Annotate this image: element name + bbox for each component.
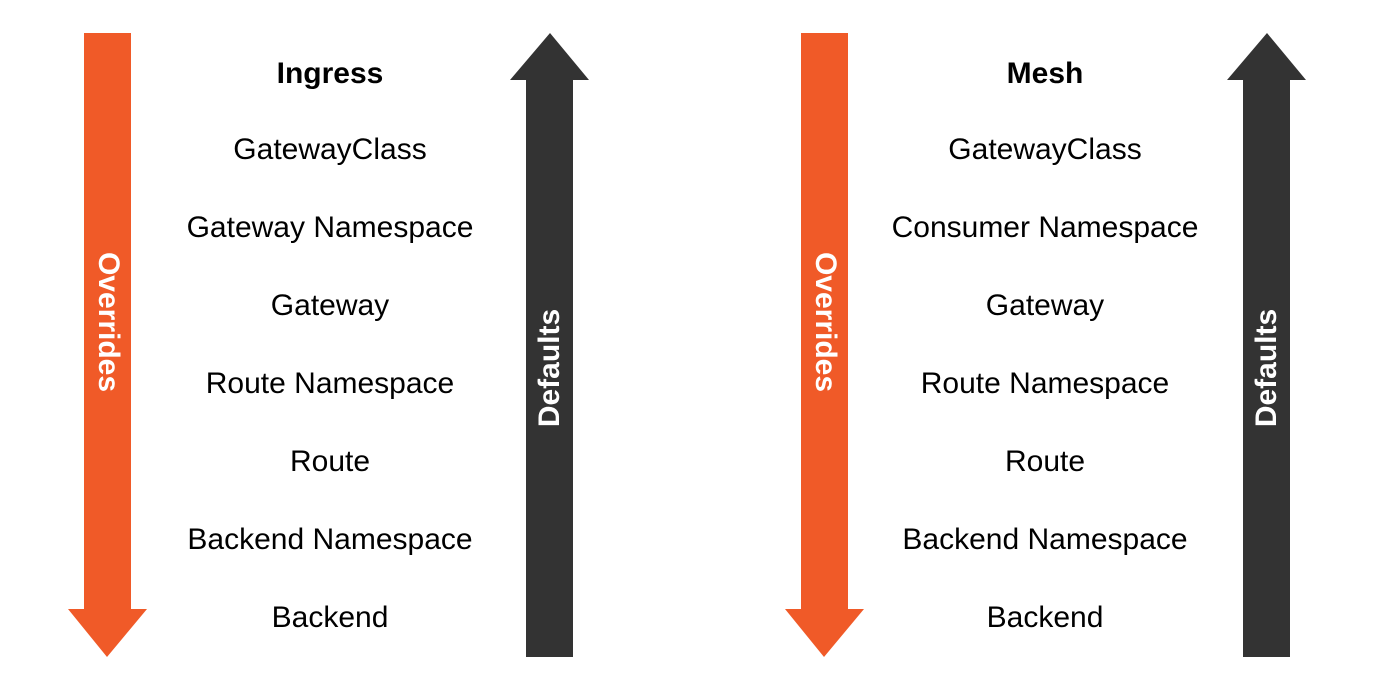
ingress-item-backend: Backend [271,601,389,634]
mesh-overrides-arrow: Overrides [785,0,865,690]
ingress-column: Ingress GatewayClass Gateway Namespace G… [140,0,520,690]
ingress-defaults-arrow: Defaults [510,0,590,690]
ingress-defaults-label: Defaults [533,308,566,428]
mesh-item-consumer-namespace: Consumer Namespace [891,211,1199,244]
mesh-defaults-arrow: Defaults [1227,0,1307,690]
mesh-column: Mesh GatewayClass Consumer Namespace Gat… [855,0,1235,690]
ingress-item-backend-namespace: Backend Namespace [187,523,473,556]
mesh-defaults-label: Defaults [1250,308,1283,428]
mesh-overrides-label: Overrides [809,251,842,393]
ingress-overrides-arrow: Overrides [68,0,148,690]
down-arrow-icon [785,33,864,657]
ingress-title: Ingress [276,57,384,90]
ingress-item-gatewayclass: GatewayClass [233,133,427,166]
mesh-title: Mesh [1006,57,1084,90]
ingress-item-route: Route [289,445,371,478]
down-arrow-icon [68,33,147,657]
ingress-item-gateway: Gateway [270,289,390,322]
mesh-item-gateway: Gateway [985,289,1105,322]
ingress-item-gateway-namespace: Gateway Namespace [186,211,474,244]
mesh-item-route: Route [1004,445,1086,478]
mesh-item-backend: Backend [986,601,1104,634]
mesh-item-gatewayclass: GatewayClass [948,133,1142,166]
mesh-item-backend-namespace: Backend Namespace [902,523,1188,556]
up-arrow-icon [1227,33,1306,657]
up-arrow-icon [510,33,589,657]
ingress-item-route-namespace: Route Namespace [205,367,455,400]
mesh-item-route-namespace: Route Namespace [920,367,1170,400]
ingress-overrides-label: Overrides [92,251,125,393]
